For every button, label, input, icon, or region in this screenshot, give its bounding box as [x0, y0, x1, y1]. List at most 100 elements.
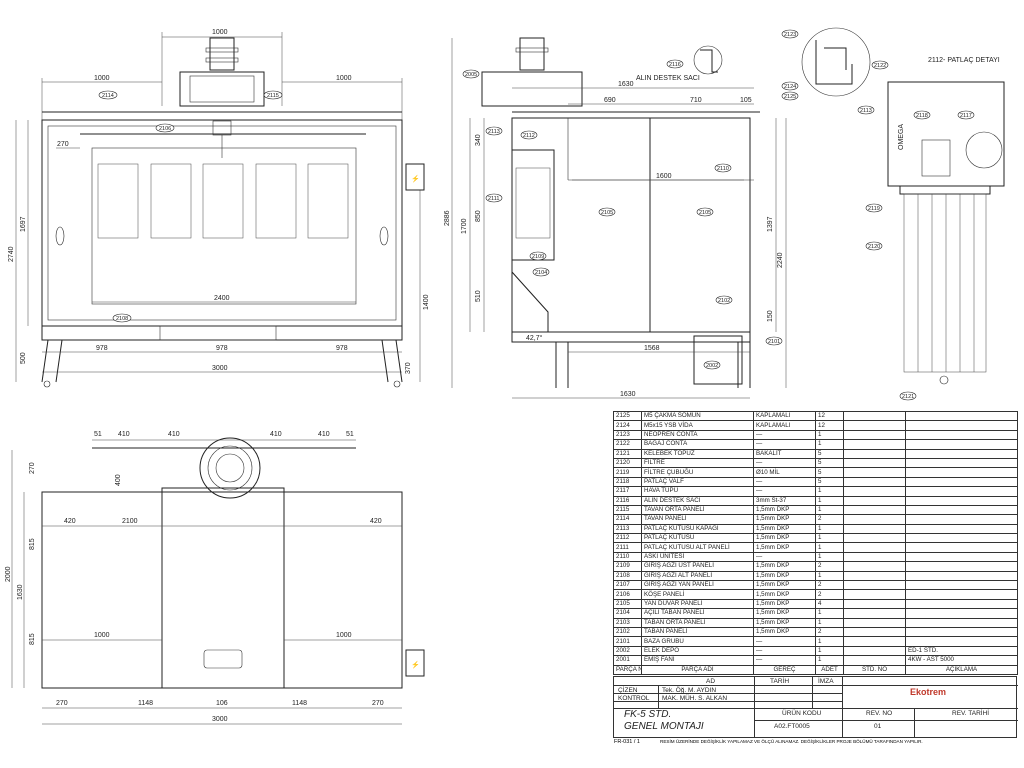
- bom-cell: [843, 420, 906, 431]
- bom-cell: 1,5mm DKP: [753, 580, 816, 591]
- top-dim-420-left: 420: [64, 518, 76, 525]
- front-dim-height-upper: 1697: [20, 216, 27, 232]
- bubble-2122: 2122: [874, 63, 886, 69]
- bubble-2104: 2104: [535, 270, 547, 276]
- title-row-kontrol: KONTROL: [618, 695, 650, 702]
- bom-cell: [843, 589, 906, 600]
- bom-cell: KAPLAMALI: [753, 420, 816, 431]
- side-angle: 42,7°: [526, 334, 543, 342]
- bom-cell: [843, 486, 906, 497]
- fan-housing: [179, 71, 265, 107]
- top-dim-410-3: 410: [270, 431, 282, 438]
- bom-cell: BAGAJ CONTA: [641, 439, 754, 450]
- bom-header-cell: PARÇA NO: [613, 664, 642, 675]
- bom-cell: [905, 523, 1018, 535]
- bubble-2123: 2123: [784, 32, 796, 38]
- front-dim-370: 370: [405, 362, 412, 374]
- bom-cell: FİLTRE: [641, 457, 754, 469]
- bom-cell: PATLAÇ KUTUSU: [641, 533, 754, 544]
- title-block: AD TARİH İMZA ÇİZEN Tek. Öğ. M. AYDIN KO…: [613, 676, 1018, 738]
- bom-cell: [843, 626, 906, 638]
- bom-cell: 1: [815, 617, 844, 629]
- bom-cell: 2101: [613, 636, 642, 647]
- side-dim-340: 340: [475, 134, 482, 146]
- bom-cell: Ø10 MİL: [753, 467, 816, 478]
- bubble-2124: 2124: [784, 84, 796, 90]
- bom-cell: [843, 476, 906, 488]
- bom-cell: ASKI ÜNİTESİ: [641, 551, 754, 563]
- bom-cell: [905, 608, 1018, 619]
- bubble-2005: 2005: [465, 72, 477, 78]
- bubble-2110: 2110: [717, 166, 729, 172]
- bom-cell: BAZA GRUBU: [641, 636, 754, 647]
- side-dim-1700: 1700: [461, 218, 468, 234]
- bom-cell: 2123: [613, 429, 642, 441]
- bom-cell: [843, 636, 906, 647]
- bubble-2114: 2114: [102, 93, 114, 99]
- bom-cell: —: [753, 429, 816, 441]
- bom-cell: [905, 476, 1018, 488]
- top-dim-410-1: 410: [118, 431, 130, 438]
- top-dim-51-left: 51: [94, 431, 102, 438]
- bom-cell: [905, 410, 1018, 422]
- bom-cell: 2115: [613, 504, 642, 516]
- bom-cell: TABAN PANELİ: [641, 626, 754, 638]
- detail-omega: OMEGA: [898, 124, 905, 150]
- bom-cell: GİRİŞ AĞZI ÜST PANELİ: [641, 561, 754, 572]
- top-dim-1000-right: 1000: [336, 632, 352, 639]
- side-dim-710: 710: [690, 97, 702, 104]
- bom-cell: [843, 429, 906, 441]
- bom-cell: [843, 645, 906, 657]
- top-dim-total: 3000: [212, 716, 228, 723]
- bom-cell: [905, 429, 1018, 441]
- bom-cell: 2113: [613, 523, 642, 535]
- bom-cell: 5: [815, 467, 844, 478]
- front-dim-bottom-2: 978: [216, 345, 228, 352]
- top-dim-1000-left: 1000: [94, 632, 110, 639]
- side-dim-850: 850: [475, 210, 482, 222]
- front-dim-total-width: 3000: [212, 365, 228, 372]
- side-fan-motor: [519, 37, 545, 71]
- bom-cell: 1,5mm DKP: [753, 608, 816, 619]
- bom-cell: [905, 551, 1018, 563]
- bom-cell: 2108: [613, 570, 642, 582]
- top-dim-420-right: 420: [370, 518, 382, 525]
- side-dim-510: 510: [475, 290, 482, 302]
- side-dim-2886: 2886: [444, 210, 451, 226]
- bom-cell: [843, 542, 906, 553]
- bom-cell: [905, 467, 1018, 478]
- bom-cell: 1,5mm DKP: [753, 598, 816, 610]
- bom-cell: 2002: [613, 645, 642, 657]
- filter-cartridges: [97, 163, 349, 239]
- bom-cell: ED-1 STD.: [905, 645, 1018, 657]
- bom-cell: 2106: [613, 589, 642, 600]
- bom-cell: [905, 561, 1018, 572]
- bom-cell: 4: [815, 598, 844, 610]
- bom-cell: [905, 589, 1018, 600]
- bom-cell: [843, 533, 906, 544]
- bom-cell: 2121: [613, 448, 642, 459]
- front-dim-top-right: 1000: [336, 75, 352, 82]
- top-dim-815b: 815: [29, 633, 36, 645]
- bubble-2113-detail: 2113: [860, 108, 872, 114]
- bom-cell: [843, 457, 906, 469]
- electric-panel-icon: [405, 163, 425, 191]
- bom-cell: [843, 617, 906, 629]
- front-dim-bottom-1: 978: [96, 345, 108, 352]
- bom-cell: 3mm St-37: [753, 495, 816, 506]
- top-electric-panel-icon: [405, 649, 425, 677]
- title-cizen-name: Tek. Öğ. M. AYDIN: [662, 687, 717, 694]
- bom-cell: 1,5mm DKP: [753, 561, 816, 572]
- top-dim-270: 270: [29, 462, 36, 474]
- bom-cell: [843, 467, 906, 478]
- side-dim-1600: 1600: [656, 173, 672, 180]
- bom-cell: [905, 457, 1018, 469]
